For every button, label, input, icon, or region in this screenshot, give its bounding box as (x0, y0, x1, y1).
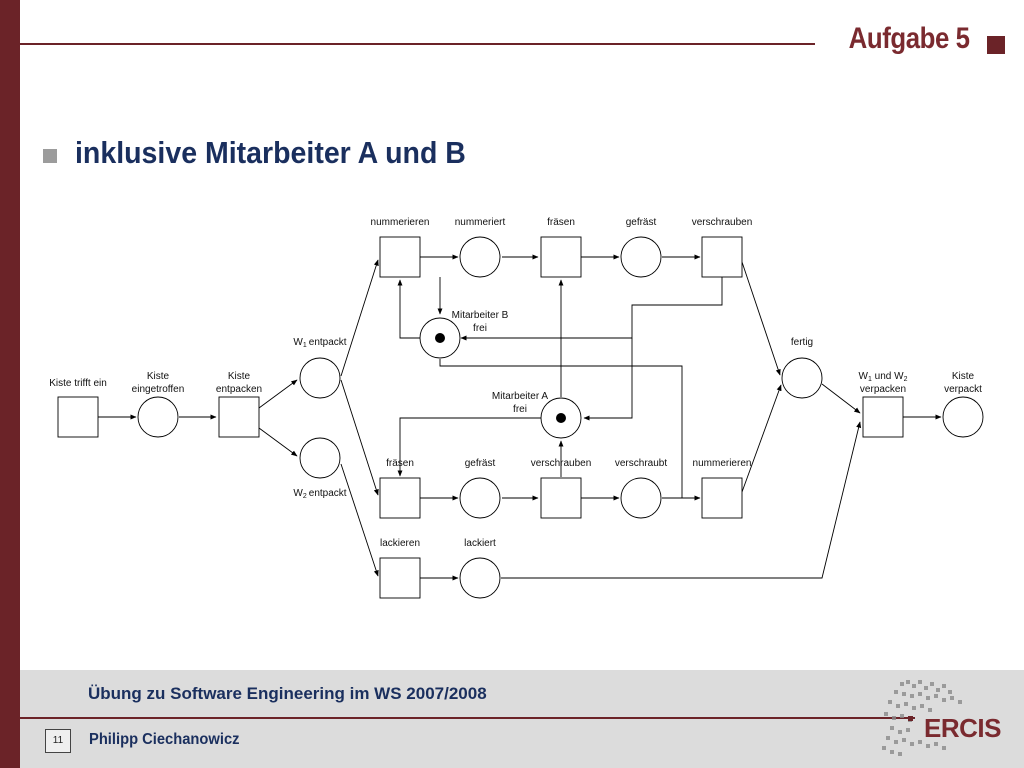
label-mitarbeiter-a-2: frei (513, 404, 527, 415)
arc (583, 338, 633, 421)
label-mitarbeiter-b-2: frei (473, 323, 487, 334)
label-w1-gefraest: gefräst (626, 217, 657, 228)
arc (741, 384, 782, 493)
place-w1-entpackt (299, 357, 341, 399)
label-w1-verschrauben: verschrauben (692, 217, 753, 228)
left-accent-bar (0, 0, 20, 768)
label-w2-verschrauben: verschrauben (531, 458, 592, 469)
header-rule (20, 43, 815, 45)
petri-net-diagram: Kiste trifft ein Kiste eingetroffen Kist… (49, 217, 984, 599)
arc (340, 259, 379, 377)
label-w2-verschraubt: verschraubt (615, 458, 667, 469)
arc (258, 379, 298, 409)
label-w2-gefraest: gefräst (465, 458, 496, 469)
transition-w2-fraesen (379, 477, 421, 519)
label-mitarbeiter-b-1: Mitarbeiter B (452, 310, 509, 321)
arc (741, 261, 781, 376)
label-lackiert: lackiert (464, 538, 496, 549)
label-w1-nummerieren: nummerieren (371, 217, 430, 228)
transition-w2-verschrauben (540, 477, 582, 519)
transition-w1-fraesen (540, 236, 582, 278)
label-kiste-eingetroffen-2: eingetroffen (132, 384, 185, 395)
label-kiste-eingetroffen-1: Kiste (147, 371, 170, 382)
slide-subtitle: inklusive Mitarbeiter A und B (75, 135, 466, 170)
label-w2-fraesen: fräsen (386, 458, 414, 469)
label-fertig: fertig (791, 337, 813, 348)
place-w1-gefraest (620, 236, 662, 278)
transition-w1-verschrauben (701, 236, 743, 278)
label-w2-nummerieren: nummerieren (693, 458, 752, 469)
label-w1-w2-line1: W1 und W2 (859, 371, 908, 383)
label-kiste-verpackt-1: Kiste (952, 371, 975, 382)
place-kiste-eingetroffen (137, 396, 179, 438)
arc (501, 421, 862, 579)
token-mitarbeiter-a (556, 413, 566, 423)
footer-author: Philipp Ciechanowicz (89, 731, 240, 748)
arc (460, 277, 723, 341)
place-w2-verschraubt (620, 477, 662, 519)
label-lackieren: lackieren (380, 538, 420, 549)
transition-lackieren (379, 557, 421, 599)
arc (340, 463, 379, 577)
footer-course-title: Übung zu Software Engineering im WS 2007… (88, 684, 487, 703)
arc (340, 379, 379, 496)
label-w1-nummeriert: nummeriert (455, 217, 506, 228)
place-kiste-verpackt (942, 396, 984, 438)
bullet-square-icon (43, 149, 57, 163)
transition-w1-nummerieren (379, 236, 421, 278)
token-mitarbeiter-b (435, 333, 445, 343)
place-fertig (781, 357, 823, 399)
ercis-logo-text: ERCIS (924, 713, 1001, 743)
label-verpacken: verpacken (860, 384, 906, 395)
label-kiste-verpackt-2: verpackt (944, 384, 982, 395)
slide-title: Aufgabe 5 (849, 22, 970, 55)
footer-rule (20, 717, 915, 719)
place-w2-entpackt (299, 437, 341, 479)
arcs (98, 254, 942, 581)
place-w1-nummeriert (459, 236, 501, 278)
transition-kiste-entpacken (218, 396, 260, 438)
ercis-logo-icon (882, 680, 962, 756)
label-kiste-entpacken-1: Kiste (228, 371, 251, 382)
place-lackiert (459, 557, 501, 599)
arc (821, 383, 861, 414)
title-square-icon (987, 36, 1005, 54)
place-w2-gefraest (459, 477, 501, 519)
page-number: 11 (45, 729, 71, 753)
label-w1-fraesen: fräsen (547, 217, 575, 228)
transition-w2-nummerieren (701, 477, 743, 519)
label-kiste-entpacken-2: entpacken (216, 384, 262, 395)
arc (397, 279, 420, 339)
label-kiste-trifft-ein: Kiste trifft ein (49, 378, 107, 389)
label-mitarbeiter-a-1: Mitarbeiter A (492, 391, 548, 402)
transition-verpacken (862, 396, 904, 438)
footer-band (20, 670, 1024, 768)
arc (258, 427, 298, 457)
transition-kiste-trifft-ein (57, 396, 99, 438)
arc (397, 417, 541, 477)
